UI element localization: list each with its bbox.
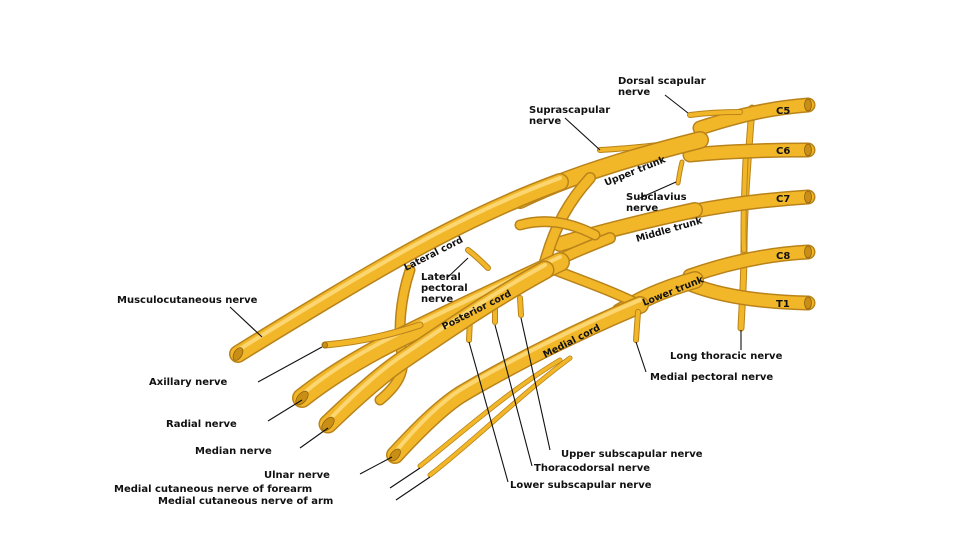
lateral-pectoral-nerve-label: Lateral pectoral nerve xyxy=(421,272,471,305)
thoracodorsal-nerve-label: Thoracodorsal nerve xyxy=(534,463,650,474)
root-label-c5: C5 xyxy=(776,106,790,117)
roots-shape xyxy=(682,97,816,311)
lateral-cord-shape xyxy=(229,173,569,363)
medial-pectoral-nerve-label: Medial pectoral nerve xyxy=(650,372,773,383)
suprascapular-nerve-label: Suprascapular nerve xyxy=(529,105,614,127)
root-label-c6: C6 xyxy=(776,146,790,157)
medial-cord-shape xyxy=(386,296,649,478)
medial-cutaneous-arm-label: Medial cutaneous nerve of arm xyxy=(158,496,333,507)
median-nerve-label: Median nerve xyxy=(195,446,272,457)
lower-subscapular-nerve-label: Lower subscapular nerve xyxy=(510,480,652,491)
radial-nerve-label: Radial nerve xyxy=(166,419,237,430)
root-label-t1: T1 xyxy=(776,299,790,310)
subclavius-nerve-label: Subclavius nerve xyxy=(626,192,690,214)
nerve-structure xyxy=(229,97,816,478)
musculocutaneous-nerve-label: Musculocutaneous nerve xyxy=(117,295,258,306)
root-label-c8: C8 xyxy=(776,251,790,262)
axillary-nerve-label: Axillary nerve xyxy=(149,377,228,388)
leader-lines xyxy=(229,94,742,501)
root-label-c7: C7 xyxy=(776,194,790,205)
median-nerve-shape xyxy=(318,260,555,434)
long-thoracic-nerve-label: Long thoracic nerve xyxy=(670,351,783,362)
medial-cutaneous-forearm-label: Medial cutaneous nerve of forearm xyxy=(114,484,312,495)
upper-subscapular-nerve-label: Upper subscapular nerve xyxy=(561,449,703,460)
dorsal-scapular-nerve-label: Dorsal scapular nerve xyxy=(618,76,709,98)
ulnar-nerve-label: Ulnar nerve xyxy=(264,470,330,481)
